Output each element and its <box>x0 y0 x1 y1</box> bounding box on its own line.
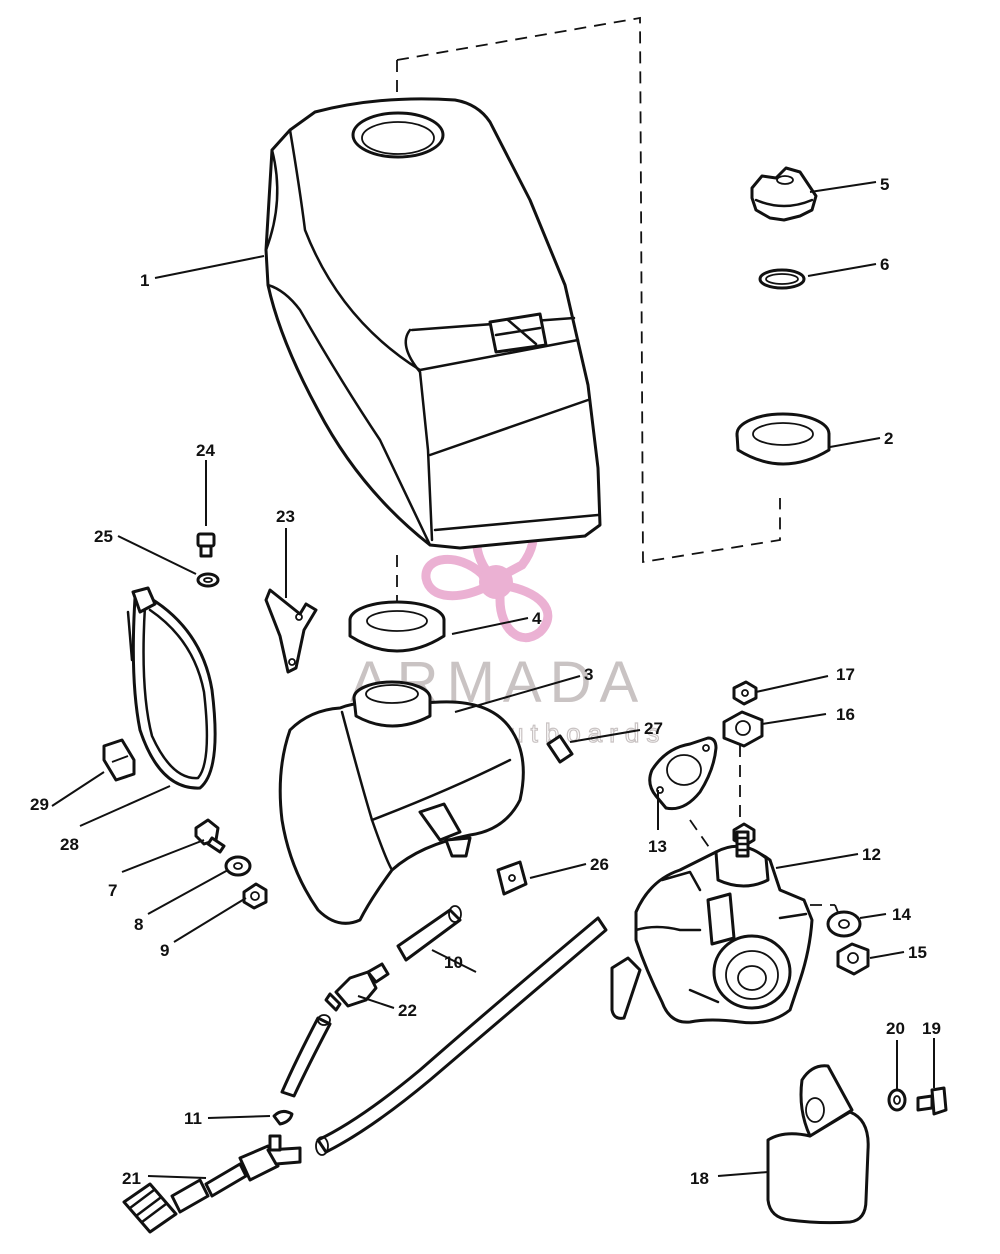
part-16-nut <box>722 710 764 748</box>
callout-8: 8 <box>134 915 143 934</box>
part-13-gasket <box>648 736 718 811</box>
part-25-washer <box>196 572 220 588</box>
callout-20: 20 <box>886 1019 905 1038</box>
part-19-screw <box>916 1086 948 1116</box>
callout-1: 1 <box>140 271 149 290</box>
callout-9: 9 <box>160 941 169 960</box>
callout-19: 19 <box>922 1019 941 1038</box>
callout-18: 18 <box>690 1169 709 1188</box>
callout-28: 28 <box>60 835 79 854</box>
part-10-fuel-hose <box>315 905 608 1156</box>
part-18-silencer <box>766 1064 870 1225</box>
callout-26: 26 <box>590 855 609 874</box>
callout-leader-lines <box>51 181 935 1179</box>
callout-15: 15 <box>908 943 927 962</box>
part-12-carburetor <box>610 830 814 1025</box>
callout-11: 11 <box>184 1109 202 1128</box>
callout-labels: 1 2 3 4 5 6 7 8 9 10 11 12 13 14 15 16 1… <box>30 175 941 1188</box>
part-8-washer <box>224 855 252 877</box>
callout-12: 12 <box>862 845 881 864</box>
part-6-o-ring <box>758 268 806 290</box>
part-1-engine-cowl <box>264 97 602 550</box>
callout-14: 14 <box>892 905 911 924</box>
part-26-clip <box>496 860 528 896</box>
callout-25: 25 <box>94 527 113 546</box>
callout-5: 5 <box>880 175 889 194</box>
callout-2: 2 <box>884 429 893 448</box>
callout-22: 22 <box>398 1001 417 1020</box>
part-20-washer <box>887 1088 907 1112</box>
part-11-hose-clip <box>272 1014 332 1126</box>
part-28-tank-strap <box>126 586 217 790</box>
part-7-screw <box>194 818 226 854</box>
callout-23: 23 <box>276 507 295 526</box>
part-5-filler-cap <box>750 166 818 222</box>
part-9-nut <box>242 882 268 910</box>
callout-29: 29 <box>30 795 49 814</box>
callout-13: 13 <box>648 837 667 856</box>
callout-3: 3 <box>584 665 593 684</box>
part-22-connector <box>324 962 390 1012</box>
callout-17: 17 <box>836 665 855 684</box>
part-27-fitting <box>546 734 574 764</box>
part-21-shutoff-valve <box>122 1134 302 1234</box>
callout-4: 4 <box>532 609 542 628</box>
part-17-nut <box>732 680 758 706</box>
callout-27: 27 <box>644 719 663 738</box>
callout-21: 21 <box>122 1169 141 1188</box>
part-4-filler-seal <box>348 600 446 653</box>
part-23-bracket <box>264 588 318 674</box>
callout-16: 16 <box>836 705 855 724</box>
part-29-clip <box>102 738 136 782</box>
part-15-nut <box>836 942 870 976</box>
callout-7: 7 <box>108 881 117 900</box>
part-14-washer <box>826 910 862 938</box>
callout-6: 6 <box>880 255 889 274</box>
part-2-grommet <box>735 412 831 466</box>
callout-10: 10 <box>444 953 463 972</box>
part-3-fuel-tank <box>278 680 525 925</box>
part-24-screw <box>196 532 216 558</box>
callout-24: 24 <box>196 441 215 460</box>
